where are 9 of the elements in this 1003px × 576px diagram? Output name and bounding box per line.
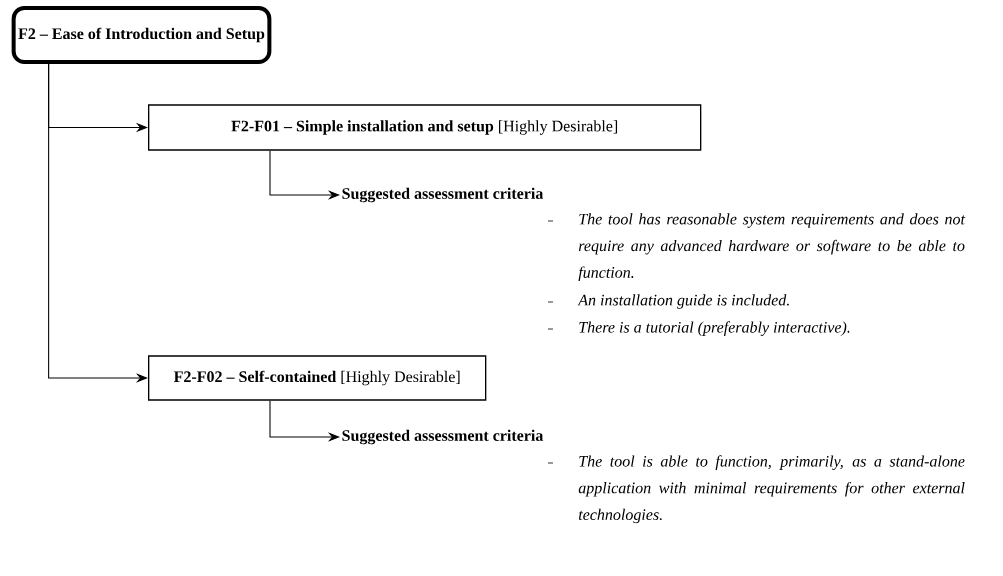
- criterion-text: An installation guide is included.: [577, 294, 789, 309]
- criterion-text: There is a tutorial (preferably interactive).: [579, 321, 850, 336]
- criterion-text: The tool is able to function, primarily, as a stand-alone application with minimal requirements for other external technologies.: [578, 455, 965, 524]
- category-box: F2 – Ease of Introduction and Setup: [11, 6, 272, 64]
- feature-box: F2-F02 – Self-contained [Highly Desirable]: [148, 355, 487, 401]
- criterion-text: The tool has reasonable system requirements and does not require any advanced hardware or software to be able to function.: [578, 213, 966, 282]
- feature-box: F2-F01 – Simple installation and setup [Highly Desirable]: [148, 104, 702, 151]
- criteria-heading: Suggested assessment criteria: [342, 429, 544, 445]
- criteria-heading: Suggested assessment criteria: [342, 187, 544, 203]
